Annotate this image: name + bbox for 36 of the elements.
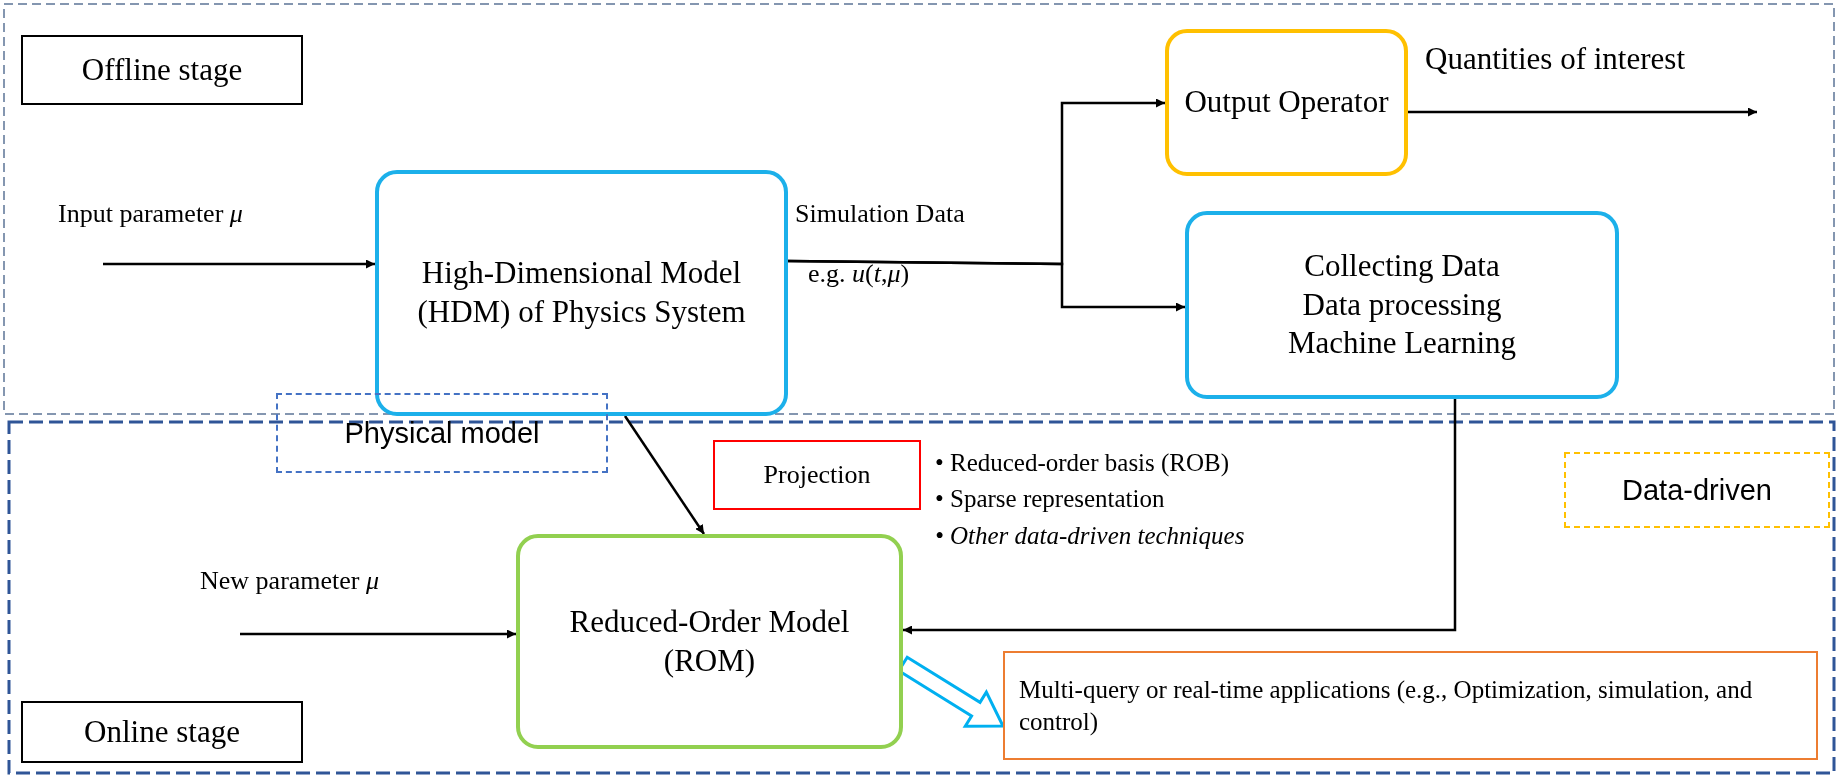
box-text: Physical model <box>344 415 540 451</box>
stage-label-box <box>21 701 303 763</box>
arrow <box>623 415 706 535</box>
bullet-item: • Reduced-order basis (ROB) <box>935 448 1231 479</box>
box-text: Projection <box>763 458 871 491</box>
box-text: High-Dimensional Model (HDM) of Physics System <box>416 254 747 331</box>
box-text: Data processing <box>1302 285 1502 324</box>
arrow <box>103 259 375 269</box>
process-box <box>516 534 903 749</box>
method-label-box <box>276 393 608 473</box>
method-label-box <box>713 440 921 510</box>
process-box <box>375 170 788 416</box>
arrow <box>903 399 1457 635</box>
arrow <box>1408 107 1757 117</box>
box-text: Machine Learning <box>1287 324 1517 363</box>
edge-label: Simulation Data <box>795 198 965 230</box>
method-label-box <box>1564 452 1830 528</box>
box-text: Collecting Data <box>1304 246 1500 285</box>
box-text: Output Operator <box>1184 83 1389 122</box>
bullet-item: • Sparse representation <box>935 484 1166 515</box>
application-box <box>1003 651 1818 760</box>
edge-label: e.g. u(t,μ) <box>808 258 910 290</box>
edge-label: Quantities of interest <box>1425 40 1685 78</box>
process-box <box>1165 29 1408 176</box>
edge-label: Input parameter μ <box>58 198 243 230</box>
arrow <box>240 629 516 639</box>
arrow <box>788 259 1185 312</box>
box-text: Multi-query or real-time applications (e.g., Optimization, simulation, and control) <box>1019 675 1754 737</box>
box-text: Online stage <box>84 712 240 751</box>
process-box <box>1185 211 1619 399</box>
box-text: Offline stage <box>81 50 243 89</box>
box-text: Reduced-Order Model (ROM) <box>568 602 851 680</box>
edge-label: New parameter μ <box>200 565 380 597</box>
stage-label-box <box>21 35 303 105</box>
box-text: Data-driven <box>1622 472 1772 508</box>
bullet-item: • Other data-driven techniques <box>935 520 1245 551</box>
